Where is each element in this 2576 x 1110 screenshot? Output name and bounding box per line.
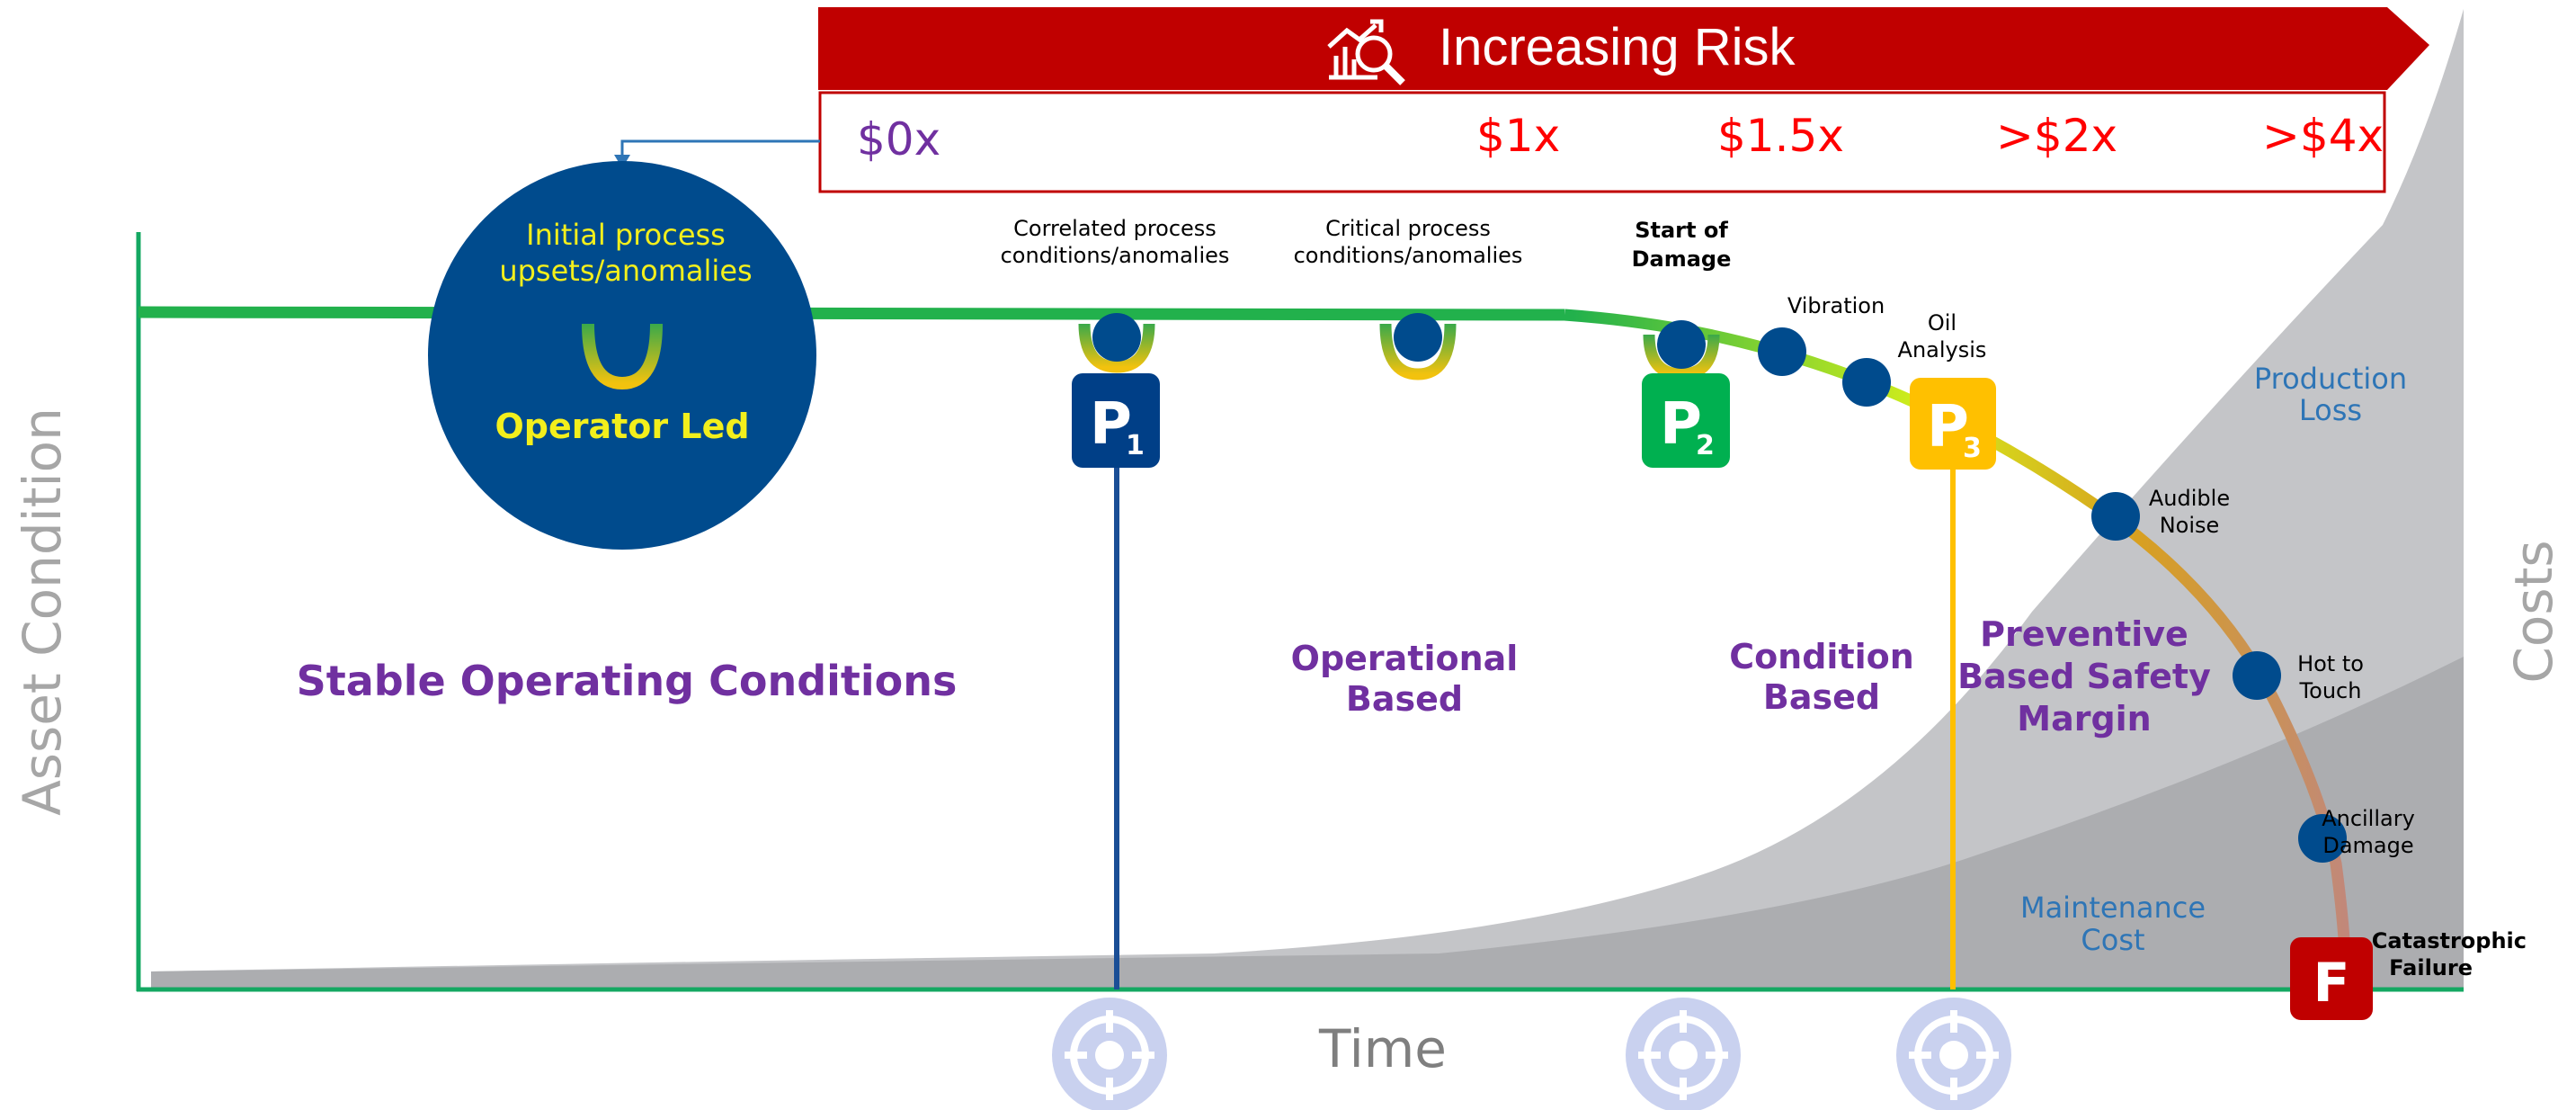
hot-label-line2: Touch xyxy=(2299,678,2362,703)
target-icon xyxy=(1626,998,1741,1110)
damage-note-line1: Start of xyxy=(1635,218,1728,243)
cost-label-2x: >$2x xyxy=(1996,110,2117,162)
target-icon xyxy=(1896,998,2011,1110)
zone-stable: Stable Operating Conditions xyxy=(297,657,958,705)
operator-circle-line2: upsets/anomalies xyxy=(499,254,752,288)
zone-preventive-line3: Margin xyxy=(2017,699,2151,739)
p2-marker: P 2 xyxy=(1642,373,1730,468)
oil-label-line2: Analysis xyxy=(1898,337,1987,363)
anomaly-ring-critical xyxy=(1379,323,1457,380)
hot-to-touch-dot xyxy=(2233,651,2281,700)
maintenance-cost-line1: Maintenance xyxy=(2020,891,2206,925)
audible-label-line1: Audible xyxy=(2149,486,2230,511)
cost-scale-box xyxy=(818,91,2386,193)
ancillary-label-line2: Damage xyxy=(2322,833,2413,858)
audible-noise-dot xyxy=(2091,492,2140,541)
zone-operational-line2: Based xyxy=(1346,679,1463,719)
cost-label-0x: $0x xyxy=(857,113,940,166)
analytics-magnifier-icon xyxy=(1327,19,1405,85)
svg-text:P: P xyxy=(1927,394,1969,461)
svg-text:1: 1 xyxy=(1126,430,1145,461)
hot-label-line1: Hot to xyxy=(2297,651,2364,676)
costs-axis-label: Costs xyxy=(2503,540,2564,683)
target-icon xyxy=(1052,998,1167,1110)
x-axis-label: Time xyxy=(1318,1018,1447,1079)
ancillary-damage-dot xyxy=(2298,814,2347,863)
zone-condition-line2: Based xyxy=(1763,677,1880,717)
operator-circle-line1: Initial process xyxy=(526,218,726,252)
failure-label-line1: Catastrophic xyxy=(2372,928,2527,953)
maintenance-cost-line2: Cost xyxy=(2081,923,2144,957)
damage-dot xyxy=(1657,320,1706,369)
oil-label-line1: Oil xyxy=(1928,310,1957,336)
connector-line xyxy=(620,139,820,157)
damage-note-line2: Damage xyxy=(1632,246,1732,272)
operator-led-label: Operator Led xyxy=(495,407,749,446)
y-axis-label: Asset Condition xyxy=(12,407,73,816)
svg-text:2: 2 xyxy=(1696,430,1715,461)
p1-note-line2: conditions/anomalies xyxy=(1001,243,1230,268)
oil-analysis-dot xyxy=(1842,358,1891,407)
p3-marker: P 3 xyxy=(1910,378,1996,470)
maintenance-cost-area xyxy=(151,657,2464,989)
increasing-risk-arrow xyxy=(818,7,2429,90)
svg-text:P: P xyxy=(1090,391,1132,458)
svg-text:F: F xyxy=(2313,952,2350,1015)
p1-dot xyxy=(1092,313,1141,362)
operator-led-circle xyxy=(428,161,816,550)
critical-dot xyxy=(1394,313,1442,362)
cost-label-1x: $1x xyxy=(1476,110,1560,162)
zone-preventive-line2: Based Safety xyxy=(1957,657,2211,696)
svg-text:3: 3 xyxy=(1963,433,1982,464)
failure-label-line2: Failure xyxy=(2389,955,2473,980)
svg-text:P: P xyxy=(1660,391,1702,458)
anomaly-ring xyxy=(582,323,663,390)
vibration-label: Vibration xyxy=(1787,293,1885,318)
banner-title: Increasing Risk xyxy=(1439,18,1796,76)
failure-marker: F xyxy=(2290,937,2373,1020)
pf-curve-flat xyxy=(138,306,1565,321)
ancillary-label-line1: Ancillary xyxy=(2322,806,2415,831)
cost-label-4x: >$4x xyxy=(2262,110,2384,162)
p1-note-line1: Correlated process xyxy=(1013,216,1217,241)
critical-note-line1: Critical process xyxy=(1325,216,1491,241)
audible-label-line2: Noise xyxy=(2160,513,2220,538)
zone-condition-line1: Condition xyxy=(1729,637,1914,676)
zone-operational-line1: Operational xyxy=(1291,639,1519,678)
anomaly-ring-p1 xyxy=(1078,323,1155,373)
p1-marker: P 1 xyxy=(1072,373,1160,468)
production-loss-line1: Production xyxy=(2254,362,2407,396)
critical-note-line2: conditions/anomalies xyxy=(1294,243,1523,268)
production-loss-line2: Loss xyxy=(2299,393,2362,427)
cost-label-1-5x: $1.5x xyxy=(1717,110,1844,162)
zone-preventive-line1: Preventive xyxy=(1980,614,2188,654)
vibration-dot xyxy=(1758,327,1806,376)
